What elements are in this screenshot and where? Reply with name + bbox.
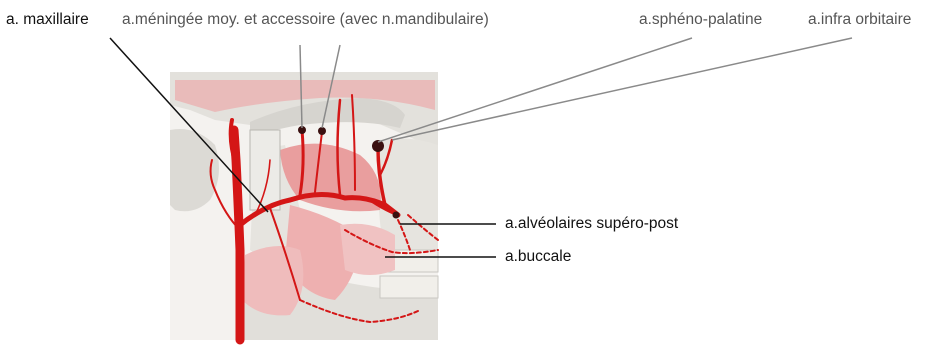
leader-maxillaire (110, 38, 268, 212)
label-meningee: a.méningée moy. et accessoire (avec n.ma… (122, 12, 489, 28)
label-infra-orbitaire: a.infra orbitaire (808, 12, 911, 28)
label-alveolaires: a.alvéolaires supéro-post (505, 216, 678, 232)
label-buccale: a.buccale (505, 249, 571, 265)
leader-spheno-palatine (378, 38, 692, 142)
leader-meningee-2 (322, 45, 340, 128)
label-spheno-palatine: a.sphéno-palatine (639, 12, 762, 28)
leader-infra-orbitaire (392, 38, 852, 140)
label-maxillaire: a. maxillaire (6, 12, 89, 28)
leader-meningee-1 (300, 45, 302, 128)
